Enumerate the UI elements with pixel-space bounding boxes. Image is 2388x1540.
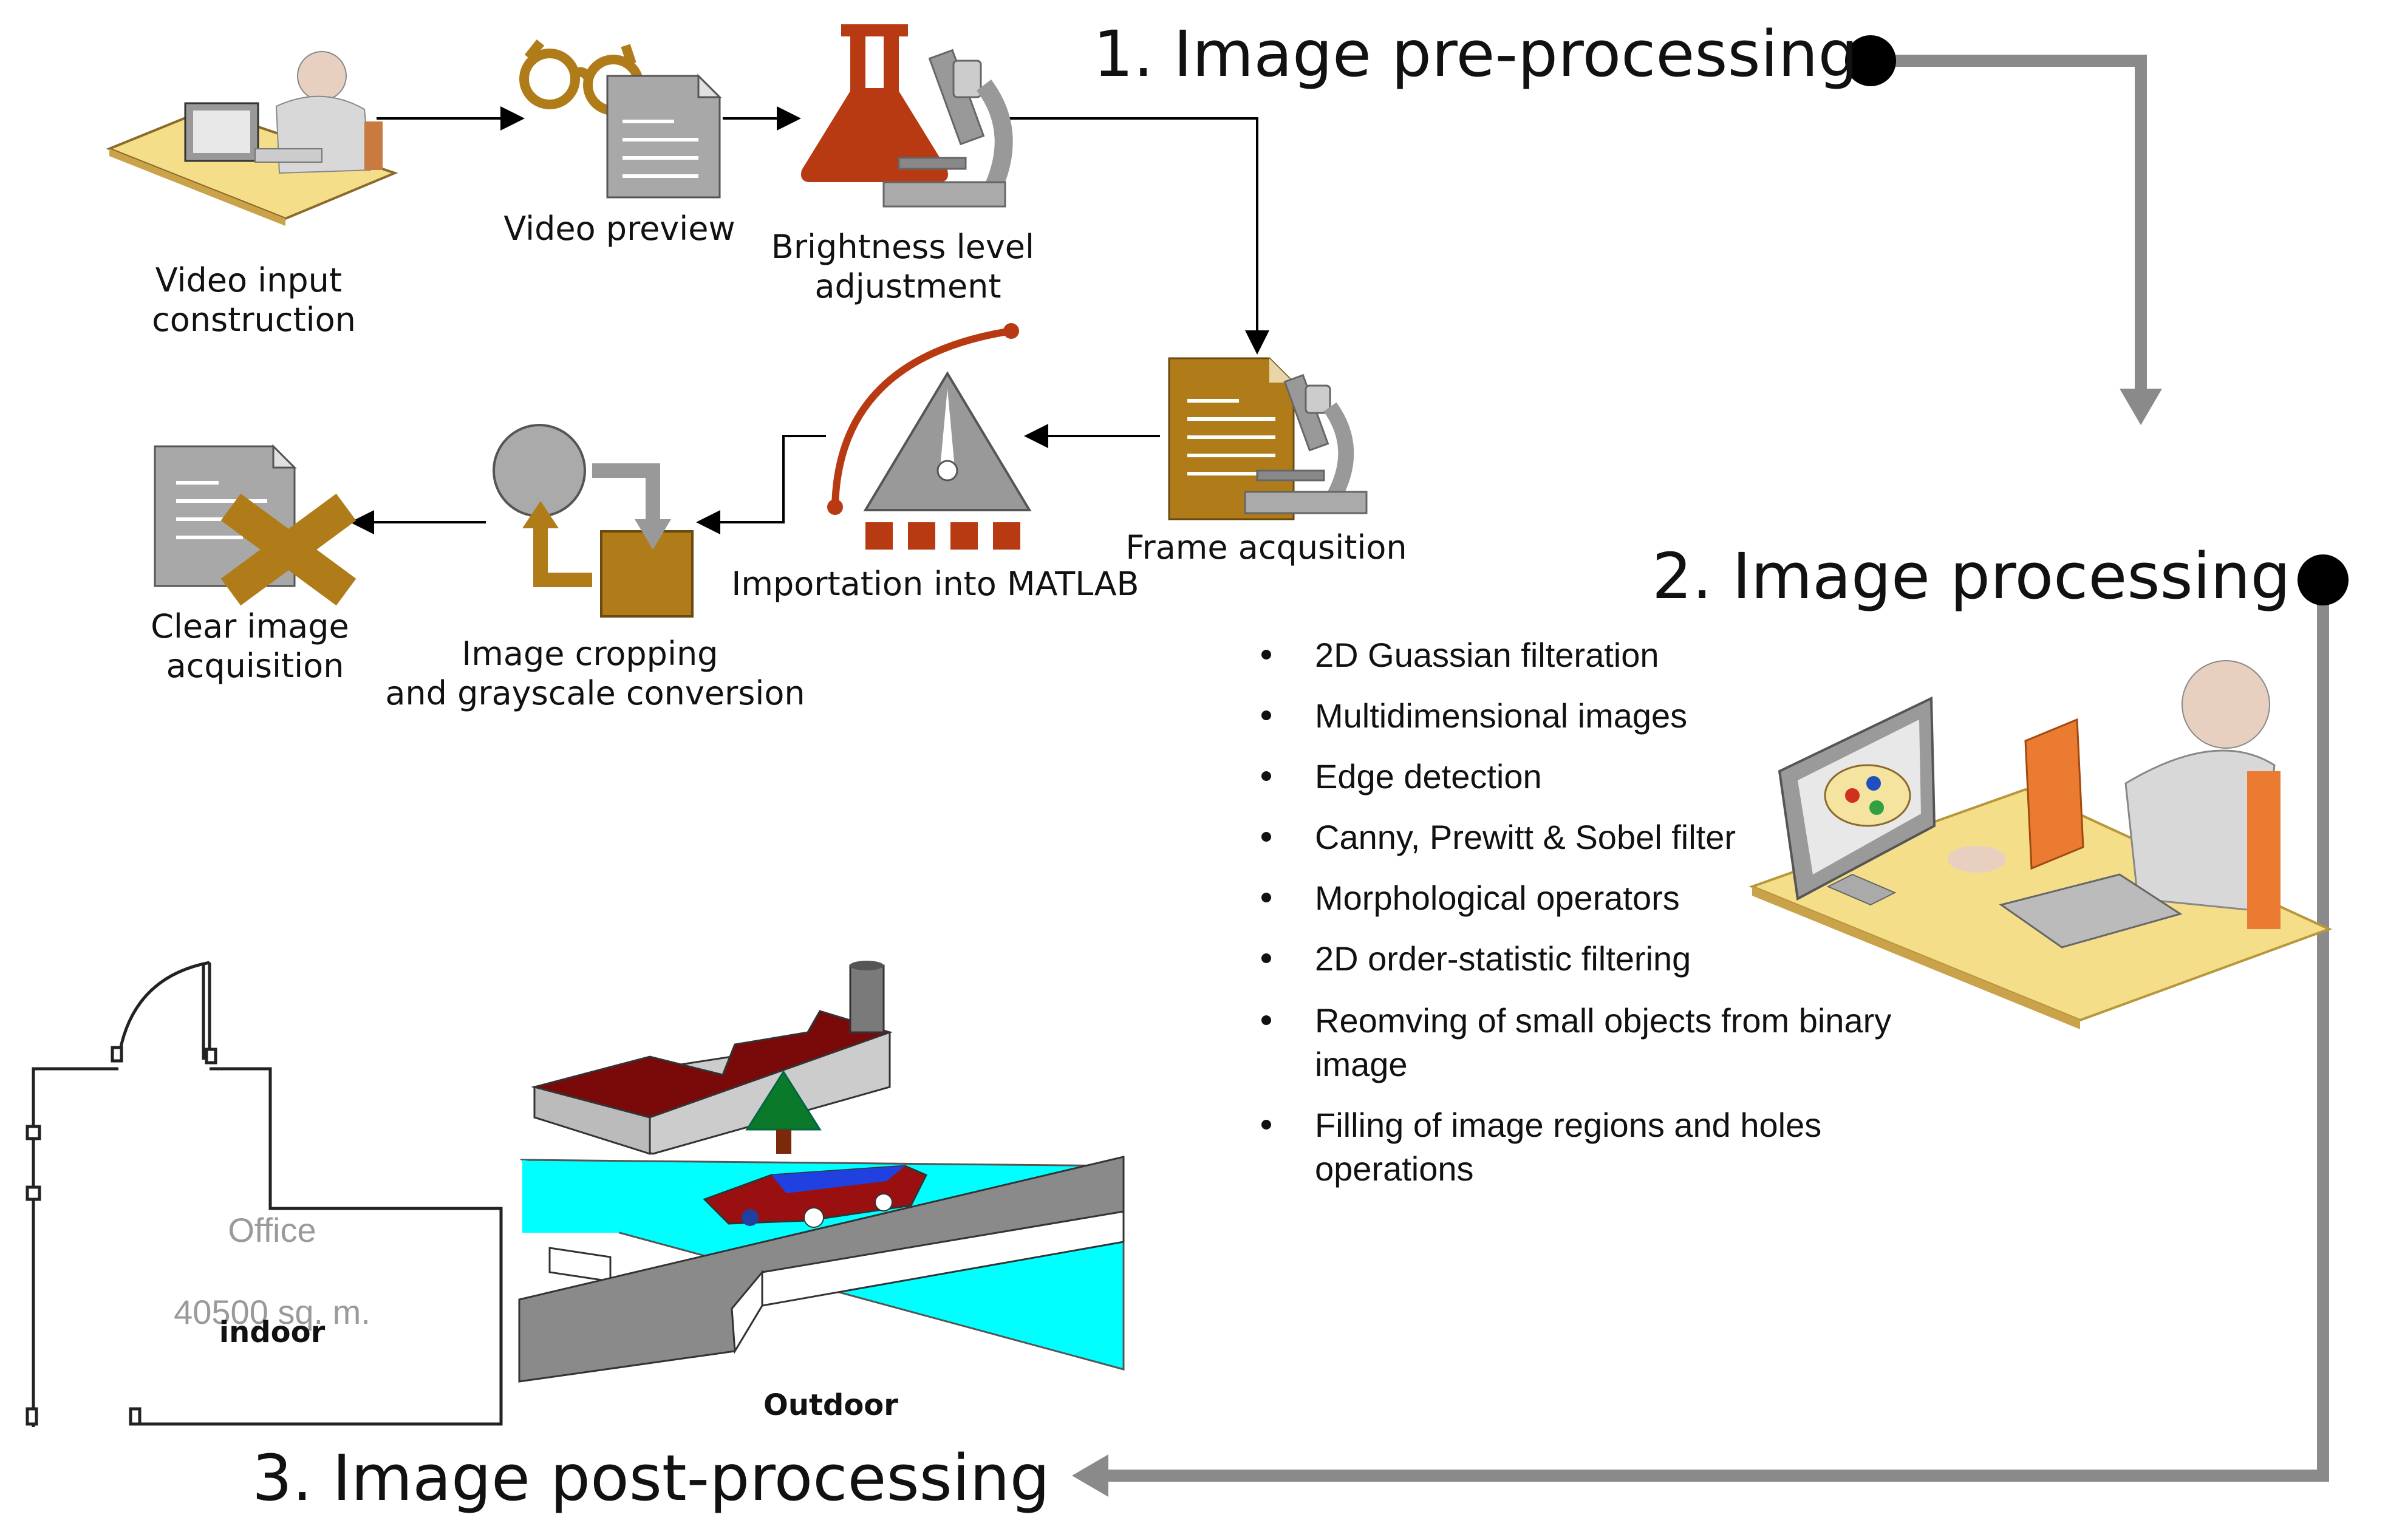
palette-icon <box>1824 764 1911 827</box>
video-preview-caption: Video preview <box>503 210 735 248</box>
stage-2-dot <box>2298 554 2349 605</box>
svg-text:Multidimensional images: Multidimensional images <box>1315 697 1687 735</box>
list-item: Multidimensional images <box>1261 697 1687 735</box>
floor-plan-icon <box>26 961 503 1427</box>
svg-text:image: image <box>1315 1045 1408 1083</box>
city-scene-icon <box>518 961 1125 1383</box>
list-item: 2D Guassian filteration <box>1261 636 1659 674</box>
svg-text:Reomving of small objects from: Reomving of small objects from binary <box>1315 1001 1891 1040</box>
list-item: Canny, Prewitt & Sobel filter <box>1261 818 1736 856</box>
flow-arrow-2-to-3 <box>1102 580 2329 1482</box>
flow-arrowhead-left <box>1072 1454 1108 1497</box>
list-item: Reomving of small objects from binary im… <box>1261 1001 1891 1083</box>
stage-1-dot <box>1845 35 1896 86</box>
flow-arrow-1-to-2 <box>1889 55 2147 395</box>
microscope-small-icon <box>1244 373 1368 514</box>
processing-list: 2D Guassian filteration Multidimensional… <box>1261 636 1891 1188</box>
gauge-icon <box>827 323 1032 550</box>
office-label: Office <box>228 1211 316 1249</box>
svg-text:2D order-statistic filtering: 2D order-statistic filtering <box>1315 939 1691 978</box>
indoor-label: indoor <box>219 1315 326 1349</box>
stage-3-title: 3. Image post-processing <box>252 1441 1050 1515</box>
svg-text:Filling of image regions and h: Filling of image regions and holes <box>1315 1106 1821 1144</box>
svg-text:operations: operations <box>1315 1150 1474 1188</box>
clear-image-caption: Clear image acquisition <box>151 607 360 685</box>
frame-acq-caption: Frame acqusition <box>1125 528 1407 567</box>
brightness-caption: Brightness level adjustment <box>771 228 1045 305</box>
list-item: Edge detection <box>1261 757 1542 796</box>
svg-text:Canny, Prewitt & Sobel filter: Canny, Prewitt & Sobel filter <box>1315 818 1736 856</box>
flask-icon <box>801 24 948 182</box>
document-icon <box>606 73 722 199</box>
matlab-caption: Importation into MATLAB <box>731 565 1139 603</box>
video-input-caption: Video input construction <box>152 261 356 339</box>
connectors <box>350 106 1269 534</box>
microscope-icon <box>882 49 1013 208</box>
stage-1-title: 1. Image pre-processing <box>1093 17 1858 91</box>
svg-text:Edge detection: Edge detection <box>1315 757 1542 796</box>
crop-icon <box>493 424 694 618</box>
area-label: 40500 sq. m. <box>174 1293 370 1331</box>
svg-text:Morphological operators: Morphological operators <box>1315 879 1680 917</box>
svg-text:2D Guassian filteration: 2D Guassian filteration <box>1315 636 1659 674</box>
outdoor-label: Outdoor <box>763 1388 898 1422</box>
cropping-caption: Image cropping and grayscale conversion <box>385 635 805 712</box>
list-item: Filling of image regions and holes opera… <box>1261 1106 1821 1188</box>
list-item: 2D order-statistic filtering <box>1261 939 1691 978</box>
flow-arrowhead-down <box>2120 389 2162 425</box>
list-item: Morphological operators <box>1261 879 1680 917</box>
person-at-desk-icon <box>106 51 398 226</box>
computer-user-icon <box>1748 660 2333 1029</box>
delete-document-icon <box>154 444 356 606</box>
stage-2-title: 2. Image processing <box>1652 539 2291 613</box>
car-icon <box>703 1165 928 1228</box>
